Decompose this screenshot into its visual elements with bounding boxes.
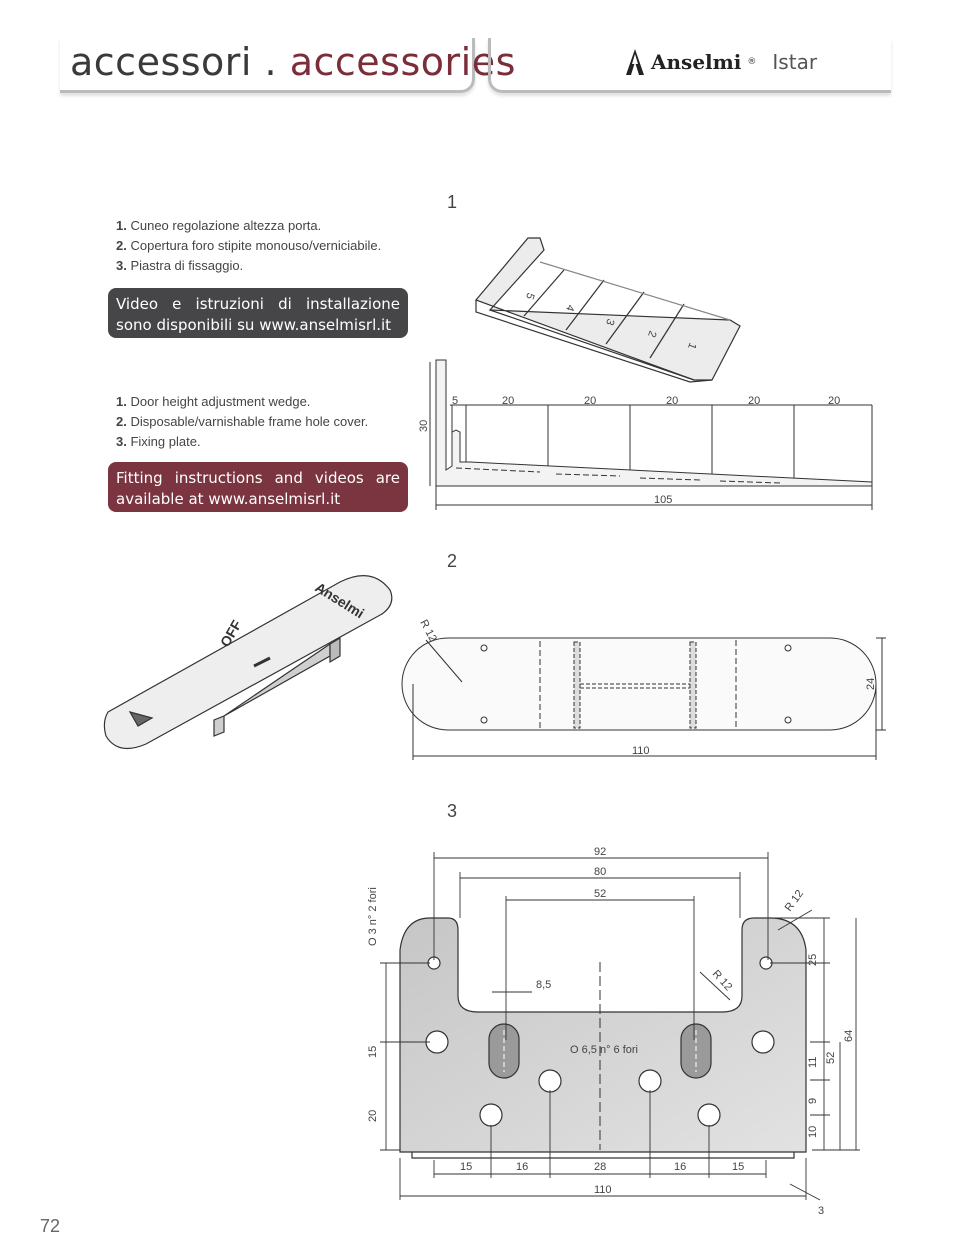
dim-20: 20 (666, 395, 678, 407)
cover-isometric (103, 575, 393, 750)
italian-info-box: Video e istruzioni di installazione sono… (108, 288, 408, 338)
section-number-2: 2 (447, 551, 458, 571)
fixing-plate-dims (380, 852, 860, 1201)
page-title: accessori . accessories (70, 40, 516, 84)
dim-25: 25 (807, 954, 819, 966)
anselmi-logo-icon (626, 49, 644, 75)
brand-name: Anselmi (651, 50, 742, 74)
dim-holes-3: O 3 n° 2 fori (367, 887, 379, 946)
dim-length-105: 105 (654, 494, 672, 506)
dim-20: 20 (748, 395, 760, 407)
dim-20: 20 (584, 395, 596, 407)
wedge-side-view (429, 359, 873, 510)
fixing-plate (399, 917, 807, 1159)
dim-8-5: 8,5 (536, 979, 551, 991)
dim-15: 15 (367, 1046, 379, 1058)
brand-logo: Anselmi ® Istar (625, 48, 817, 76)
dim-24: 24 (865, 678, 877, 690)
dim-15-bottom: 15 (732, 1161, 744, 1173)
title-english: accessories (289, 40, 516, 84)
dim-9: 9 (807, 1098, 819, 1104)
wedge-step-labels: 5 4 3 2 1 (523, 291, 698, 351)
wedge-isometric (474, 237, 741, 383)
step-4: 4 (563, 303, 576, 313)
dim-5: 5 (452, 395, 458, 407)
step-2: 2 (645, 329, 658, 339)
brand-registered: ® (747, 57, 757, 67)
dim-16-bottom: 16 (674, 1161, 686, 1173)
list-item: 1. Door height adjustment wedge. (116, 394, 311, 409)
wedge-dims: 5 20 20 20 20 20 30 105 (418, 395, 840, 506)
dim-16-bottom: 16 (516, 1161, 528, 1173)
list-item: 3. Fixing plate. (116, 434, 201, 449)
header-brand-tab: Anselmi ® Istar (488, 38, 891, 93)
dim-r12: R 12 (417, 618, 439, 644)
dim-64: 64 (843, 1030, 855, 1042)
dim-80: 80 (594, 866, 606, 878)
list-item: 3. Piastra di fissaggio. (116, 258, 244, 273)
dim-110: 110 (594, 1184, 612, 1196)
dim-20: 20 (828, 395, 840, 407)
italian-list: 1. Cuneo regolazione altezza porta. 2. C… (116, 216, 381, 276)
step-1: 1 (685, 341, 698, 351)
title-italian: accessori . (70, 40, 278, 84)
dim-15-bottom: 15 (460, 1161, 472, 1173)
step-3: 3 (603, 317, 616, 327)
list-item: 1. Cuneo regolazione altezza porta. (116, 218, 322, 233)
list-item: 2. Disposable/varnishable frame hole cov… (116, 414, 369, 429)
product-name: Istar (772, 50, 818, 74)
dim-110: 110 (632, 745, 650, 757)
list-item: 2. Copertura foro stipite monouso/vernic… (116, 238, 382, 253)
dim-28-bottom: 28 (594, 1161, 606, 1173)
dim-20: 20 (502, 395, 514, 407)
section-number-1: 1 (447, 192, 458, 212)
dim-r12-top: R 12 (783, 888, 806, 914)
cover-plan-view (401, 637, 886, 760)
section-number-3: 3 (447, 801, 458, 821)
dim-holes-6-5: O 6,5 n° 6 fori (570, 1044, 638, 1056)
dim-52: 52 (594, 888, 606, 900)
dim-height-30: 30 (418, 420, 430, 432)
page-number: 72 (40, 1216, 61, 1236)
english-list: 1. Door height adjustment wedge. 2. Disp… (116, 392, 368, 452)
english-info-box: Fitting instructions and videos are avai… (108, 462, 408, 512)
dim-92: 92 (594, 846, 606, 858)
dim-20: 20 (367, 1110, 379, 1122)
dim-11: 11 (807, 1057, 819, 1068)
header-title-tab: accessori . accessories (60, 38, 515, 93)
dim-thickness-3: 3 (818, 1205, 824, 1217)
dim-52-vert: 52 (825, 1052, 837, 1064)
step-5: 5 (523, 291, 536, 301)
dim-10: 10 (807, 1126, 819, 1138)
dim-r12-inner: R 12 (710, 968, 734, 993)
